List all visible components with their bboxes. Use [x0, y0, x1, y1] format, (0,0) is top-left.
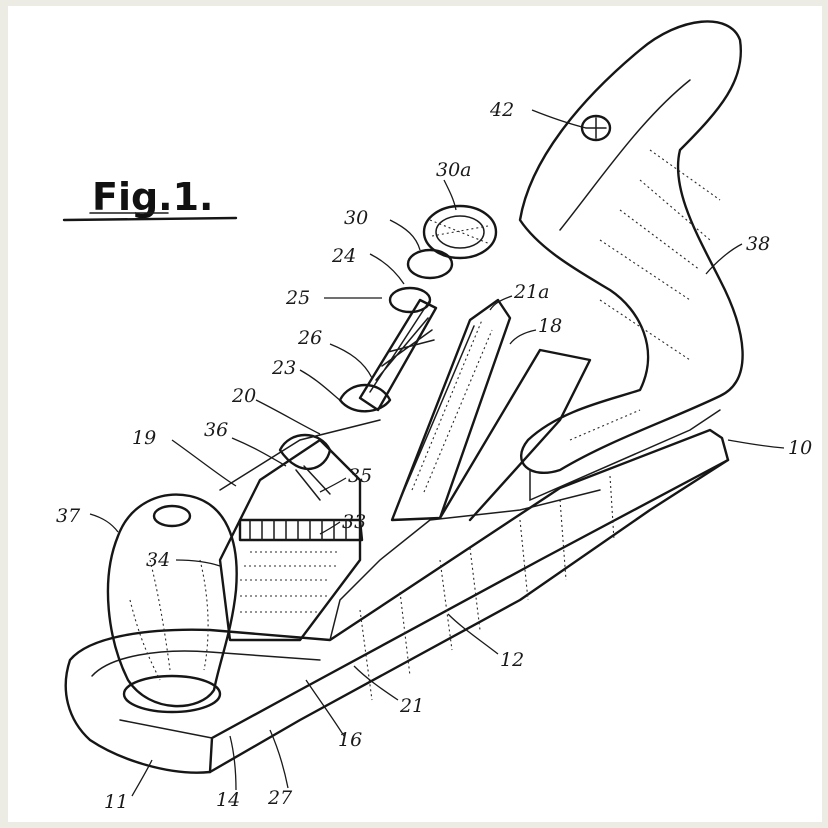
adjusting-knob-icon — [422, 204, 498, 260]
title-underline — [62, 216, 238, 222]
adjusting-mechanism — [338, 204, 498, 413]
front-knob — [106, 493, 238, 714]
label-33: 33 — [342, 511, 366, 533]
label-30a: 30a — [436, 159, 472, 181]
label-25: 25 — [285, 287, 310, 309]
blade-assembly — [390, 298, 592, 522]
label-21: 21 — [399, 695, 424, 717]
label-36: 36 — [204, 419, 228, 441]
label-30: 30 — [344, 207, 368, 229]
label-26: 26 — [297, 327, 322, 349]
label-18: 18 — [538, 315, 562, 337]
label-10: 10 — [788, 437, 812, 459]
label-35: 35 — [348, 465, 372, 487]
handle-screw-icon — [580, 114, 612, 142]
leader-lines — [89, 109, 785, 797]
label-11: 11 — [104, 791, 128, 813]
label-27: 27 — [267, 787, 293, 809]
label-21a: 21a — [513, 281, 550, 303]
label-16: 16 — [338, 729, 362, 751]
knob-screw-icon — [152, 504, 192, 528]
label-24: 24 — [331, 245, 356, 267]
label-37: 37 — [56, 505, 81, 527]
plane-body — [64, 428, 730, 774]
reference-numerals: 42 30a 30 24 25 21a 18 38 26 23 20 19 36… — [56, 99, 812, 813]
rear-handle — [518, 20, 744, 502]
label-12: 12 — [500, 649, 524, 671]
label-23: 23 — [271, 357, 296, 379]
label-14: 14 — [216, 789, 240, 811]
label-42: 42 — [489, 99, 514, 121]
figure-title: Fig.1. — [92, 175, 214, 219]
label-20: 20 — [231, 385, 256, 407]
label-19: 19 — [132, 427, 156, 449]
label-34: 34 — [146, 549, 170, 571]
label-38: 38 — [746, 233, 770, 255]
